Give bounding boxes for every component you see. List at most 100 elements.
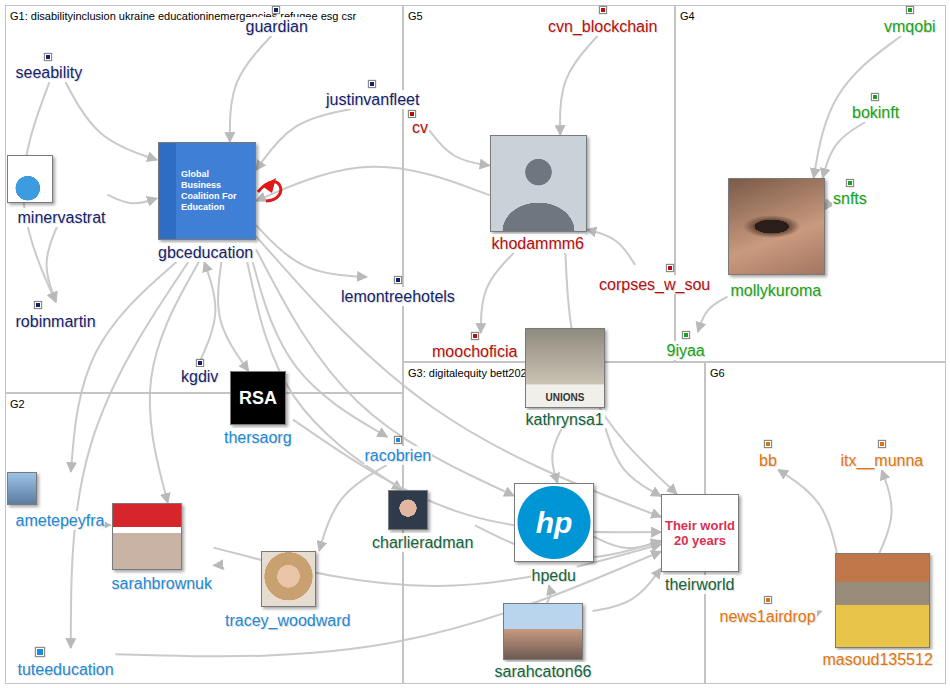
vertex-node: news1airdrop xyxy=(719,597,818,626)
group-panel: G1: disabilityinclusion ukraine educatio… xyxy=(5,5,403,393)
vertex-label: bokinft xyxy=(851,103,900,122)
vertex-node: lemontreehotels xyxy=(340,277,456,306)
vertex-image xyxy=(835,553,930,648)
edge-arrow xyxy=(778,470,837,553)
vertex-marker xyxy=(872,94,878,100)
vertex-node: bb xyxy=(758,441,778,470)
vertex-label: guardian xyxy=(245,17,309,36)
edge-arrow xyxy=(108,195,158,204)
vertex-image xyxy=(112,503,182,570)
edge-arrow xyxy=(293,420,661,533)
vertex-label: theirworld xyxy=(664,575,735,594)
vertex-node: tracey_woodward xyxy=(224,551,352,630)
vertex-marker xyxy=(409,111,415,117)
vertex-image xyxy=(503,603,583,660)
logo-text: UNIONS xyxy=(546,392,585,404)
vertex-label: masoud135512 xyxy=(822,650,934,669)
vertex-node: itx__munna xyxy=(840,441,925,470)
vertex-node: Their world 20 years theirworld xyxy=(661,494,739,594)
vertex-label: hpedu xyxy=(531,566,578,585)
logo-text: hp xyxy=(536,507,573,539)
vertex-label: corpses_w_sou xyxy=(598,275,711,294)
edge-arrow xyxy=(256,167,490,201)
group-heading: G2 xyxy=(8,398,27,411)
vertex-node: cv xyxy=(409,111,429,137)
vertex-node: corpses_w_sou xyxy=(598,265,712,294)
vertex-label: itx__munna xyxy=(840,451,925,470)
vertex-node: robinmartin xyxy=(15,302,98,331)
vertex-node: snfts xyxy=(832,180,868,208)
vertex-label: mollykuroma xyxy=(730,281,823,300)
vertex-image xyxy=(7,155,53,203)
edge-arrow xyxy=(606,428,662,496)
edge-arrow xyxy=(593,568,662,611)
vertex-image xyxy=(7,472,37,505)
vertex-node: sarahbrownuk xyxy=(111,503,214,593)
vertex-label: sarahbrownuk xyxy=(111,574,214,593)
vertex-image: Their world 20 years xyxy=(661,494,739,572)
edge-arrow xyxy=(823,122,866,178)
edge-arrow xyxy=(560,36,598,135)
logo-text: Their world 20 years xyxy=(664,518,736,548)
vertex-marker xyxy=(273,7,279,13)
edge-arrow xyxy=(65,82,157,160)
edge-arrow xyxy=(547,585,550,603)
vertex-label: snfts xyxy=(832,189,868,208)
vertex-label: khodammm6 xyxy=(491,234,585,253)
edge-arrow xyxy=(200,262,215,360)
vertex-image: Global Business Coalition For Education xyxy=(158,142,256,240)
edge-arrow xyxy=(106,523,111,525)
vertex-node: Global Business Coalition For Education g… xyxy=(157,142,256,262)
logo-text: Global Business Coalition For Education xyxy=(181,169,251,213)
vertex-label: bb xyxy=(758,451,778,470)
vertex-marker xyxy=(395,277,401,283)
vertex-node: justinvanfleet xyxy=(325,81,421,109)
vertex-node: mollykuroma xyxy=(728,178,825,300)
group-panel: G4vmqobibokinftsnftsmollykuroma9iyaa xyxy=(675,5,946,362)
vertex-label: news1airdrop xyxy=(719,607,817,626)
vertex-marker xyxy=(667,265,673,271)
vertex-label: moochoficia xyxy=(431,342,518,361)
vertex-node: khodammm6 xyxy=(490,135,587,253)
vertex-marker xyxy=(45,54,51,60)
vertex-image xyxy=(261,551,316,607)
group-panel: G5cvn_blockchaincvkhodammm6corpses_w_sou… xyxy=(403,5,675,362)
vertex-node: ametepeyfra xyxy=(7,472,106,530)
vertex-label: gbceducation xyxy=(157,243,254,262)
vertex-marker xyxy=(369,81,375,87)
vertex-node: masoud135512 xyxy=(822,553,935,669)
vertex-label: ametepeyfra xyxy=(15,511,106,530)
edge-arrow xyxy=(47,227,57,302)
vertex-label: sarahcaton66 xyxy=(494,662,593,681)
vertex-node: 9iyaa xyxy=(666,332,707,360)
vertex-label: charlieradman xyxy=(371,533,474,552)
vertex-node: hp hpedu xyxy=(514,483,594,585)
edge-arrow xyxy=(879,470,891,553)
edge-arrow xyxy=(814,36,901,178)
vertex-node: kgdiv xyxy=(180,360,220,386)
group-panel: G2RSAthersaorgametepeyfrasarahbrownuktra… xyxy=(5,393,403,684)
vertex-node: moochoficia xyxy=(431,333,519,361)
vertex-image xyxy=(388,490,428,530)
group-panel: G6bbitx__munnanews1airdropmasoud135512 xyxy=(705,362,946,684)
vertex-label: kathrynsa1 xyxy=(525,410,605,429)
vertex-label: justinvanfleet xyxy=(325,90,420,109)
edge-arrow xyxy=(481,253,514,333)
vertex-label: vmqobi xyxy=(883,17,937,36)
vertex-node: tuteeducation xyxy=(17,648,116,679)
vertex-marker xyxy=(879,441,885,447)
vertex-marker xyxy=(36,648,44,656)
vertex-node: charlieradman xyxy=(371,490,475,552)
vertex-marker xyxy=(197,360,203,366)
edge-arrow xyxy=(214,565,225,569)
vertex-label: 9iyaa xyxy=(666,341,706,360)
vertex-image xyxy=(490,135,587,232)
edge-arrow xyxy=(825,205,833,210)
group-heading: G4 xyxy=(678,10,697,23)
vertex-marker xyxy=(765,597,771,603)
vertex-label: lemontreehotels xyxy=(340,287,456,306)
vertex-node: vmqobi xyxy=(883,7,937,36)
vertex-image xyxy=(728,178,825,275)
vertex-node: racobrien xyxy=(364,437,433,465)
